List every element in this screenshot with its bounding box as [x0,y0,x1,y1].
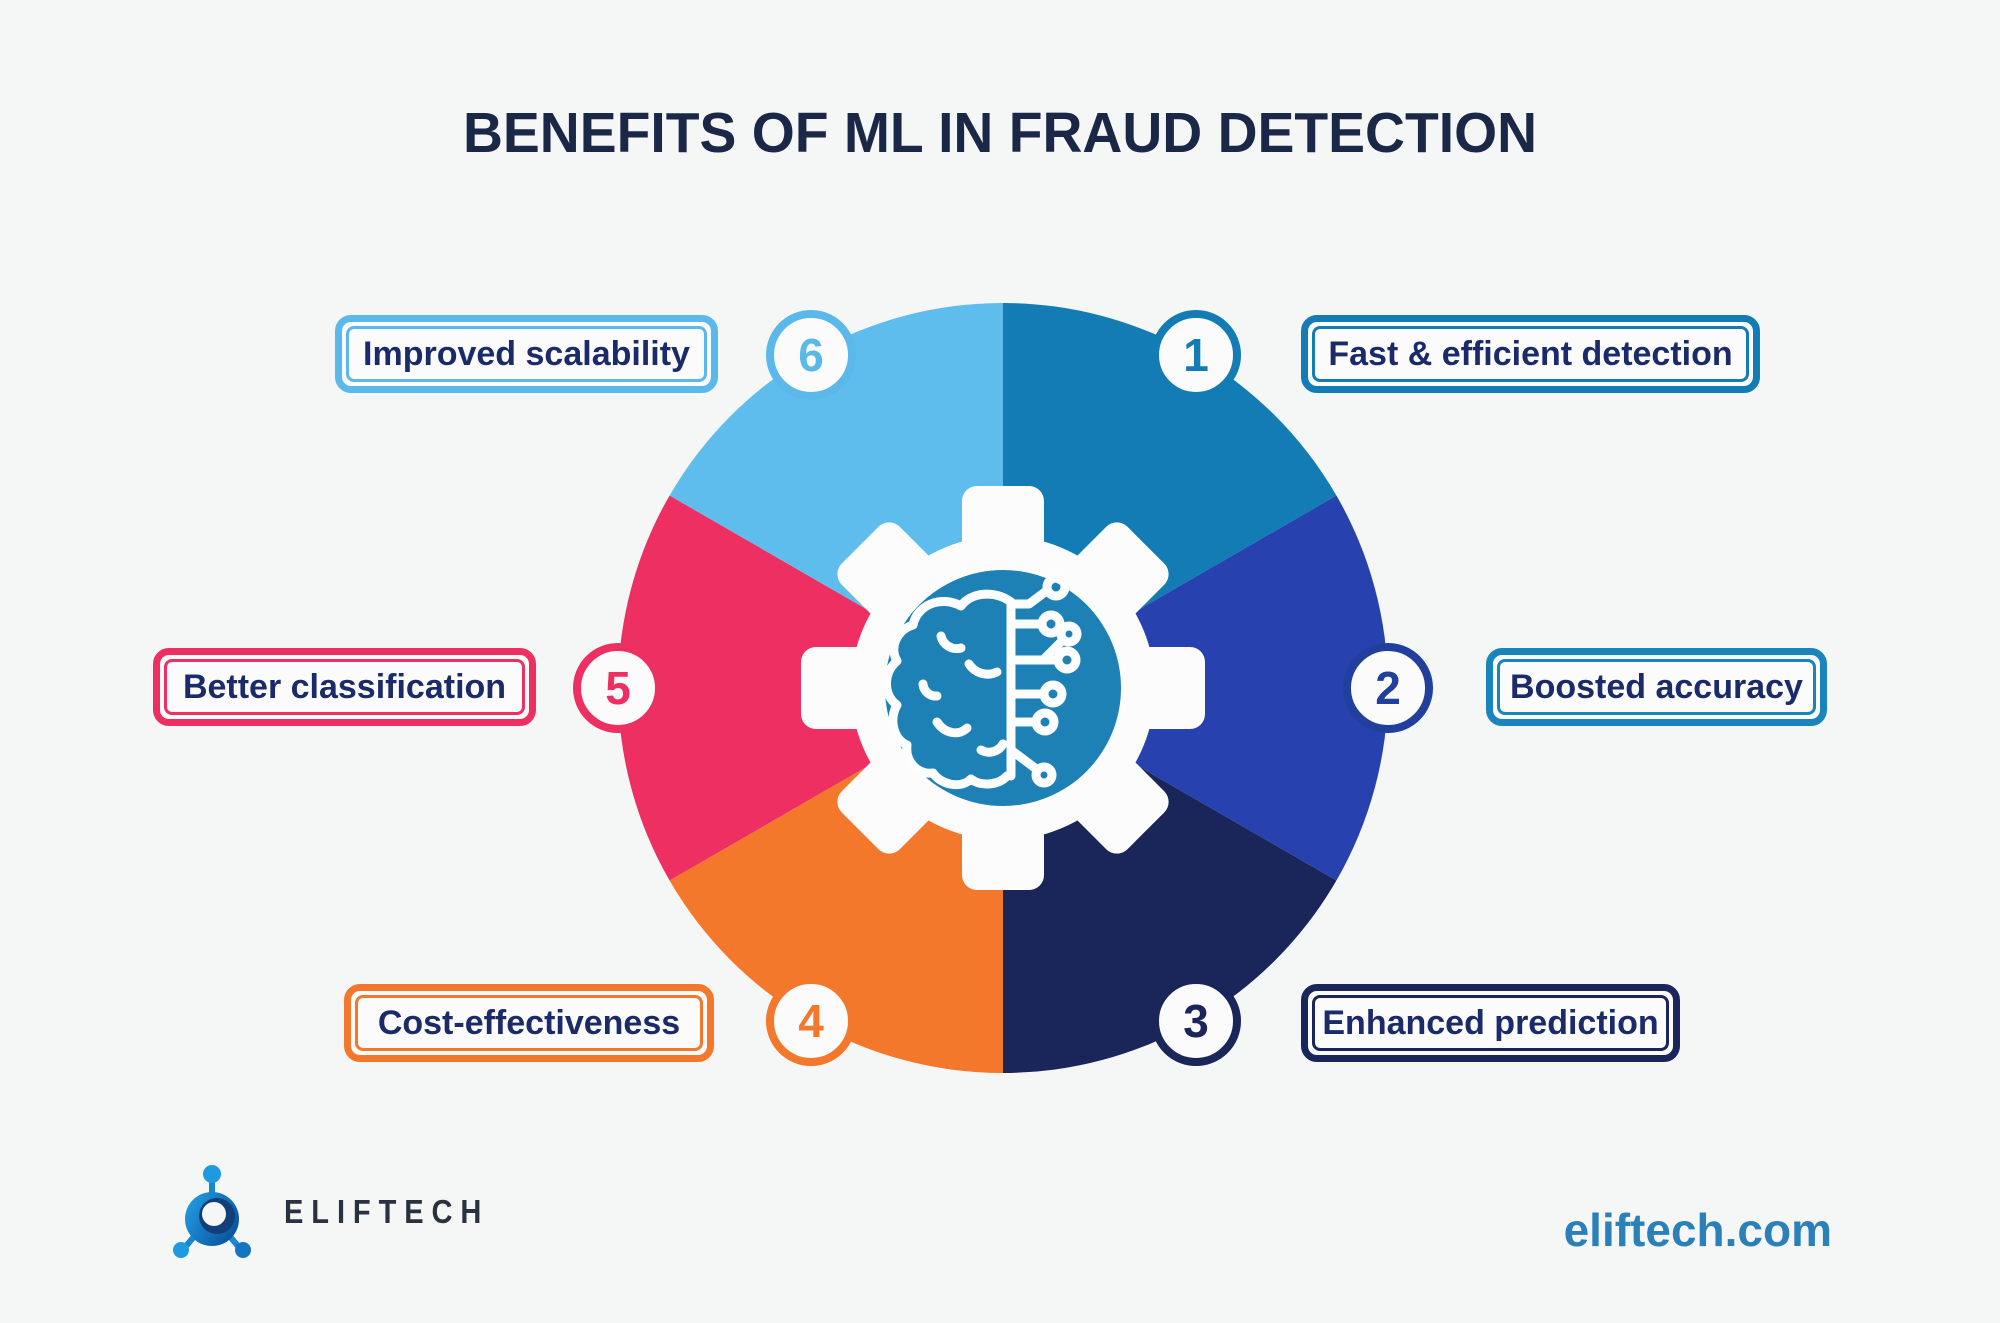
badge-6-number: 6 [798,329,824,381]
benefits-wheel [618,303,1388,1073]
label-box-fast-efficient-detection: Fast & efficient detection [1301,315,1760,393]
label-box-boosted-accuracy: Boosted accuracy [1486,648,1827,726]
label-text: Better classification [182,667,507,706]
eliftech-logo: ELIFTECH [168,1162,517,1262]
badge-2: 2 [1343,643,1433,733]
badge-5-number: 5 [605,662,631,714]
badge-5: 5 [573,643,663,733]
eliftech-logo-icon [173,1165,251,1258]
badge-2-number: 2 [1375,662,1401,714]
badge-6: 6 [766,310,856,400]
label-box-better-classification: Better classification [153,648,536,726]
label-text: Enhanced prediction [1322,1003,1659,1042]
brain-circuit-icon [882,573,1082,790]
page-title: BENEFITS OF ML IN FRAUD DETECTION [462,101,1538,165]
label-text: Fast & efficient detection [1328,334,1733,373]
label-box-enhanced-prediction: Enhanced prediction [1301,984,1680,1062]
label-box-improved-scalability: Improved scalability [335,315,718,393]
badge-4: 4 [766,976,856,1066]
label-text: Cost-effectiveness [377,1003,681,1042]
badge-3: 3 [1151,976,1241,1066]
label-box-cost-effectiveness: Cost-effectiveness [344,984,714,1062]
eliftech-logo-text: ELIFTECH [284,1193,490,1230]
label-text: Improved scalability [363,334,690,373]
badge-3-number: 3 [1183,995,1209,1047]
badge-1: 1 [1151,310,1241,400]
label-text: Boosted accuracy [1510,667,1803,706]
website-link[interactable]: eliftech.com [1563,1204,1832,1256]
badge-4-number: 4 [798,995,824,1047]
badge-1-number: 1 [1183,329,1209,381]
